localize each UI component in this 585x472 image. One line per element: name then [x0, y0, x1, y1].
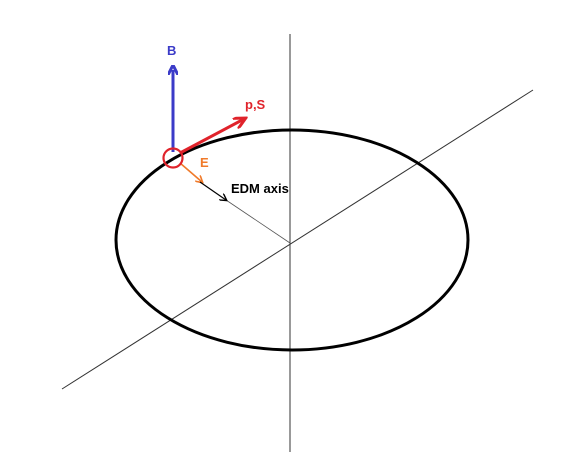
- momentum-spin-arrow: [179, 119, 244, 155]
- storage-ring: [114, 128, 470, 352]
- edm-axis-arrow: [199, 181, 226, 200]
- edm-axis-label: EDM axis: [231, 181, 289, 196]
- diagonal-axis: [61, 89, 534, 390]
- particle-marker: [162, 147, 184, 169]
- e-field-label: E: [200, 155, 209, 170]
- b-field-label: B: [167, 43, 176, 58]
- e-field-arrow: [179, 162, 202, 182]
- radial-guide-line: [225, 199, 291, 244]
- momentum-spin-label: p,S: [245, 97, 266, 112]
